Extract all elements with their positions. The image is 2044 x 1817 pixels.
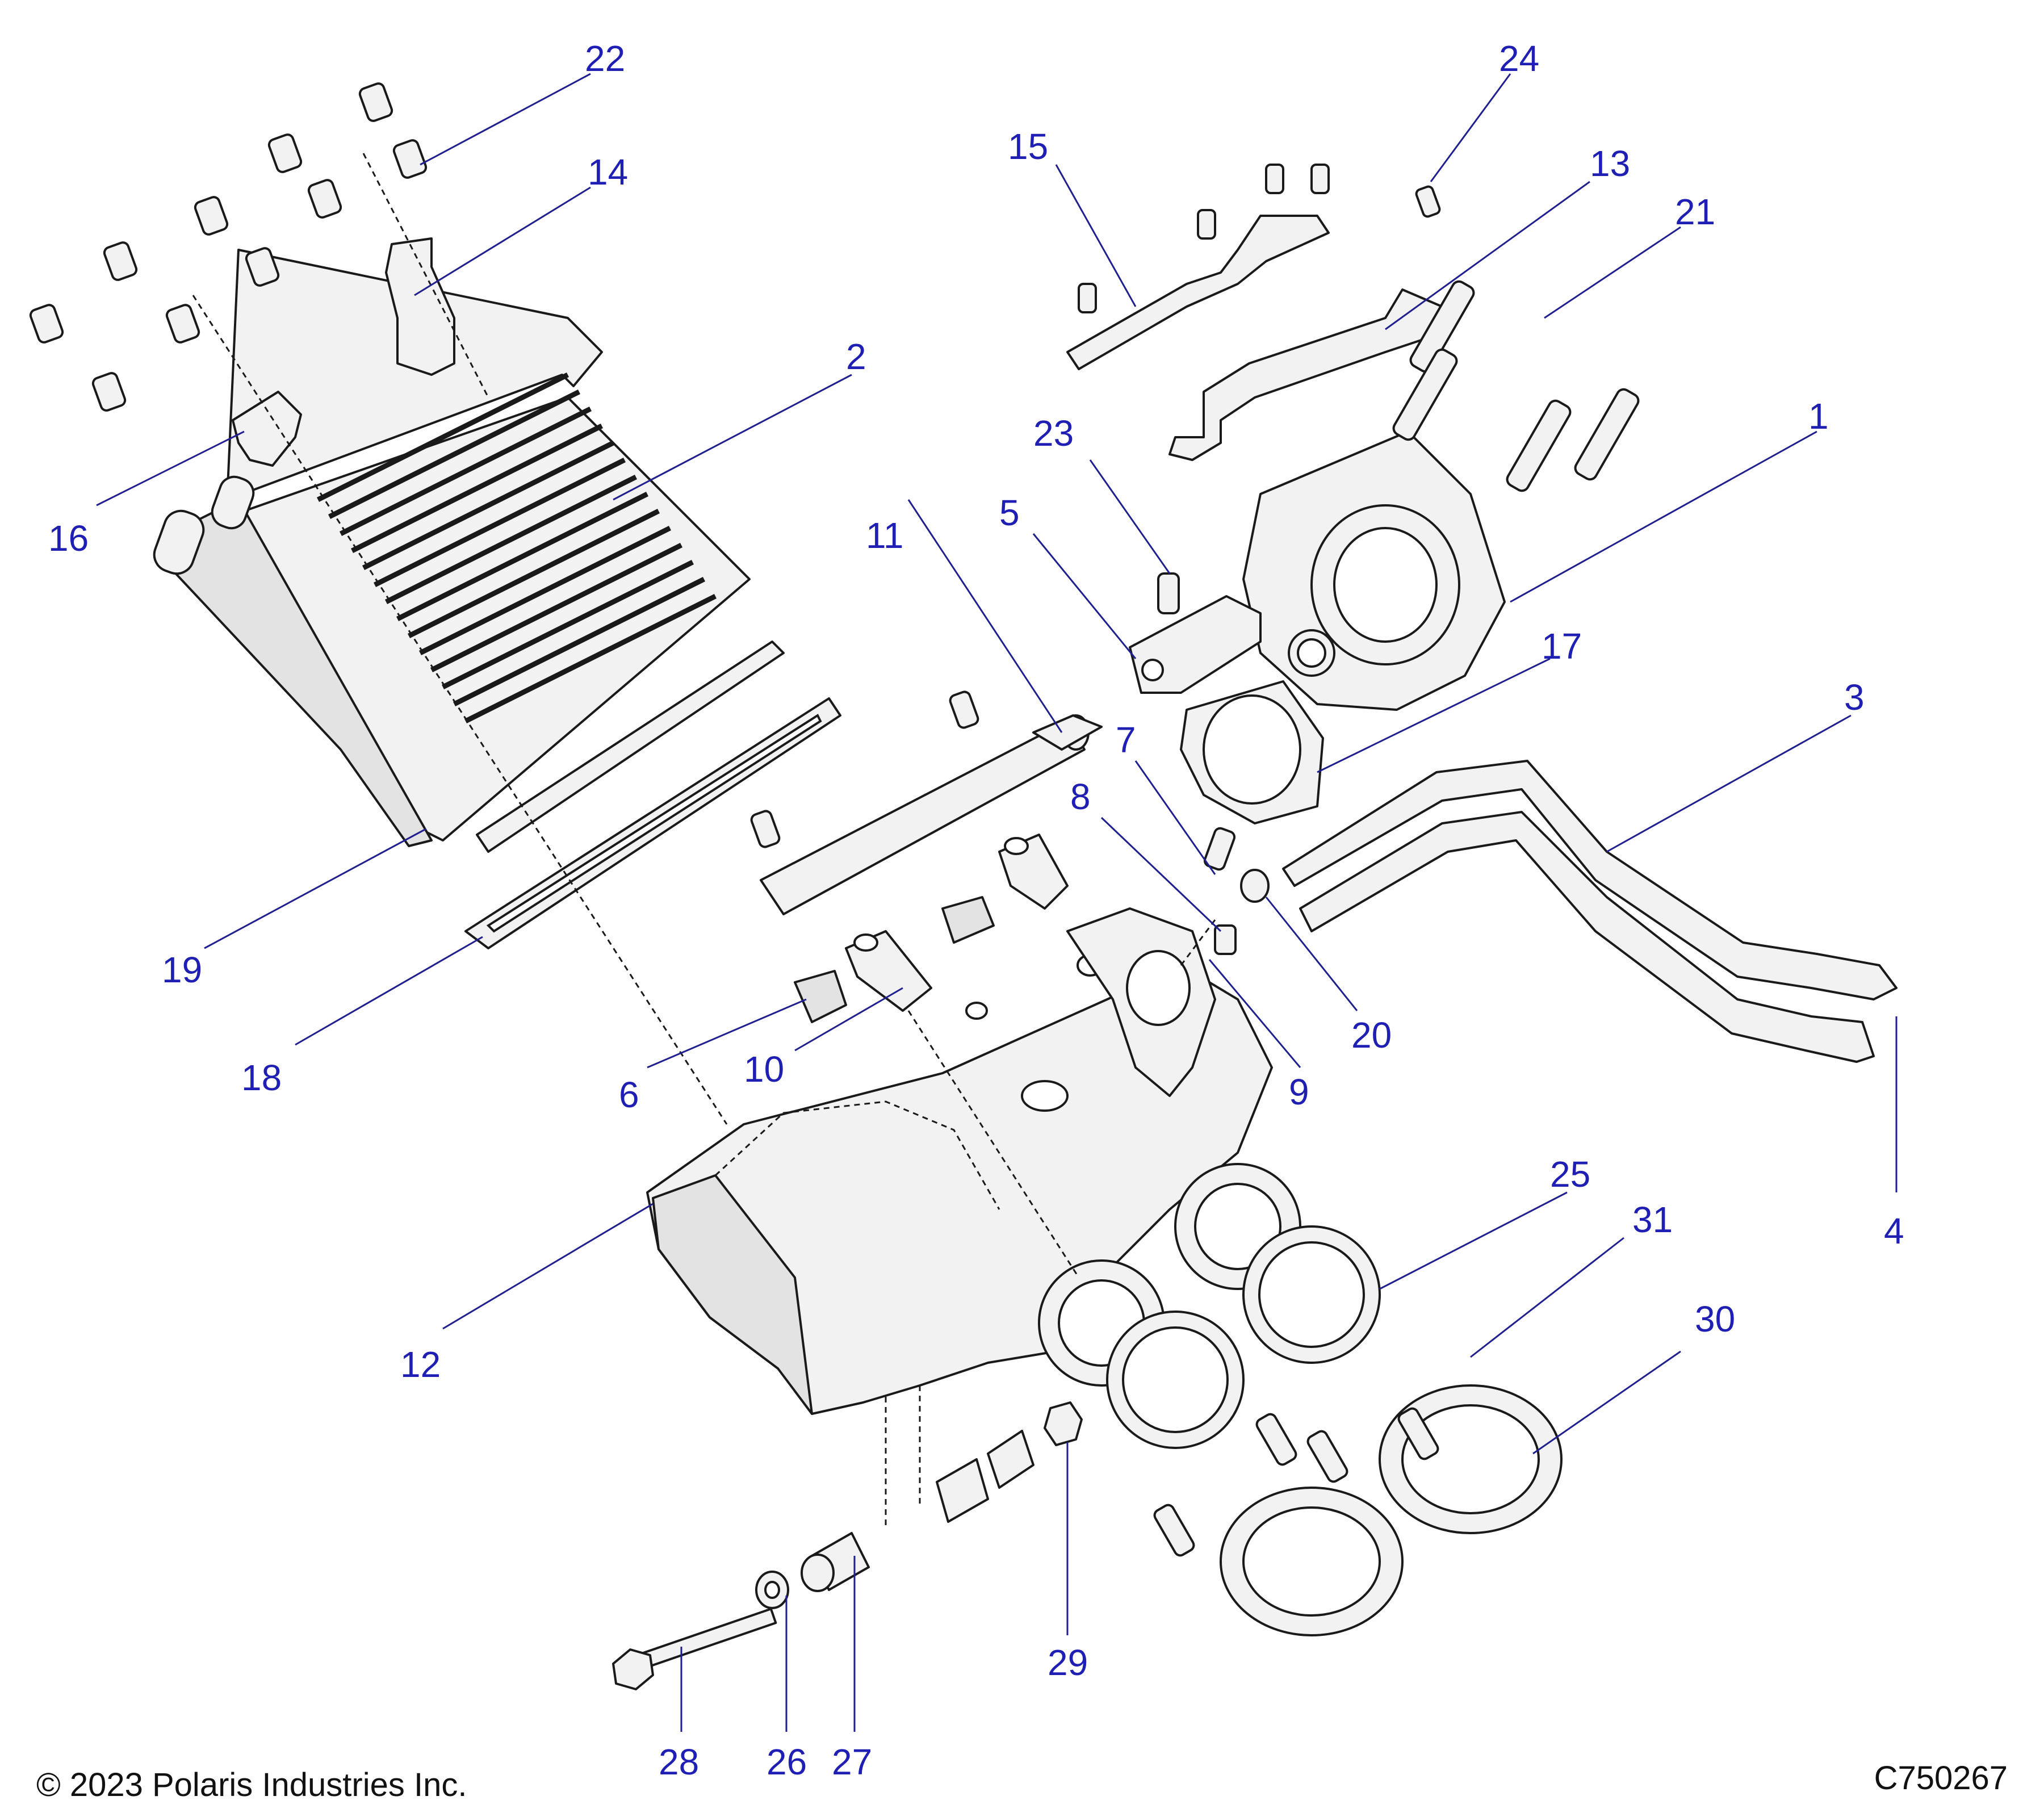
coolant-hose-4: [1299, 811, 1875, 1063]
callout-11: 11: [866, 515, 903, 556]
mount-bolt: [612, 1607, 777, 1690]
intercooler-fins: [316, 372, 717, 724]
callout-2: 2: [846, 336, 866, 377]
injector-clip-1: [794, 970, 847, 1023]
callout-13: 13: [1590, 143, 1630, 184]
leader-line-16: [96, 430, 245, 506]
intercooler: [153, 249, 751, 847]
copyright-notice: © 2023 Polaris Industries Inc.: [36, 1766, 467, 1803]
leader-line-9: [1208, 959, 1301, 1068]
callout-12: 12: [400, 1344, 441, 1385]
leader-line-6: [647, 998, 807, 1069]
callout-8: 8: [1070, 776, 1091, 817]
callout-5: 5: [999, 492, 1020, 533]
leader-line-30: [1532, 1350, 1681, 1455]
drawing-number: C750267: [1874, 1760, 2008, 1797]
leader-line-13: [1385, 181, 1590, 330]
leader-line-2: [613, 374, 852, 501]
callout-26: 26: [767, 1741, 807, 1782]
callout-28: 28: [659, 1741, 699, 1782]
callout-30: 30: [1695, 1299, 1735, 1339]
leader-line-25: [1379, 1191, 1568, 1290]
leader-line-19: [204, 828, 426, 949]
leader-line-21: [1544, 226, 1681, 319]
leader-line-7: [1134, 760, 1216, 875]
callout-21: 21: [1675, 191, 1715, 232]
leader-line-22: [420, 73, 591, 166]
callout-16: 16: [48, 518, 89, 559]
intercooler-seal: [476, 640, 785, 853]
bolts: [29, 82, 1640, 1557]
callout-1: 1: [1808, 396, 1829, 437]
callout-25: 25: [1550, 1154, 1590, 1195]
callout-24: 24: [1499, 38, 1539, 79]
leader-line-10: [794, 987, 903, 1052]
callout-10: 10: [744, 1049, 784, 1090]
leader-line-15: [1055, 164, 1137, 307]
intake-boot: [1220, 1487, 1404, 1636]
coupler-clamp-25: [1242, 1225, 1381, 1364]
fuel-injector-1: [845, 930, 932, 1012]
callout-7: 7: [1116, 719, 1136, 760]
intake-boot-30: [1379, 1384, 1563, 1534]
stud-spacers: [936, 1430, 1034, 1523]
map-sensor: [1129, 595, 1262, 694]
throttle-body: [1242, 430, 1506, 711]
callout-3: 3: [1844, 677, 1865, 718]
bracket-16: [232, 391, 302, 467]
callout-23: 23: [1033, 413, 1074, 454]
leader-line-18: [295, 936, 483, 1046]
bracket-14: [385, 237, 455, 376]
leader-line-3: [1606, 714, 1852, 853]
leader-line-24: [1430, 73, 1511, 182]
washer: [755, 1571, 789, 1609]
intake-manifold: [646, 907, 1301, 1415]
fuel-injector-2: [998, 834, 1069, 910]
callout-4: 4: [1884, 1211, 1904, 1251]
callout-15: 15: [1008, 126, 1048, 167]
callout-22: 22: [585, 38, 625, 79]
callout-29: 29: [1048, 1642, 1088, 1683]
callout-6: 6: [619, 1074, 639, 1115]
gasket: [464, 697, 841, 949]
callout-17: 17: [1542, 626, 1582, 667]
leader-line-14: [414, 186, 591, 296]
leader-line-31: [1470, 1237, 1624, 1358]
leader-line-8: [1100, 817, 1222, 932]
callout-14: 14: [588, 152, 628, 192]
callout-9: 9: [1289, 1071, 1309, 1112]
hose-clamp: [1240, 869, 1270, 903]
leader-line-20: [1265, 897, 1358, 1011]
leader-line-17: [1317, 658, 1551, 773]
mounting-bracket: [1066, 215, 1330, 370]
coupler-clamp: [1106, 1311, 1245, 1449]
leader-line-12: [442, 1203, 654, 1330]
fuel-rail: [760, 714, 1103, 915]
injector-clip-2: [941, 896, 995, 944]
throttle-body-gasket: [1180, 680, 1324, 824]
callout-27: 27: [832, 1741, 872, 1782]
callout-20: 20: [1351, 1015, 1392, 1056]
callout-31: 31: [1632, 1199, 1673, 1240]
callout-18: 18: [241, 1057, 282, 1098]
spacer: [801, 1532, 870, 1592]
leader-line-5: [1032, 533, 1137, 659]
leader-line-11: [907, 499, 1063, 733]
nut: [1044, 1401, 1083, 1446]
leader-line-1: [1510, 430, 1817, 603]
coolant-hose-3: [1282, 760, 1898, 1000]
leader-line-23: [1089, 459, 1171, 574]
callout-19: 19: [162, 949, 202, 990]
